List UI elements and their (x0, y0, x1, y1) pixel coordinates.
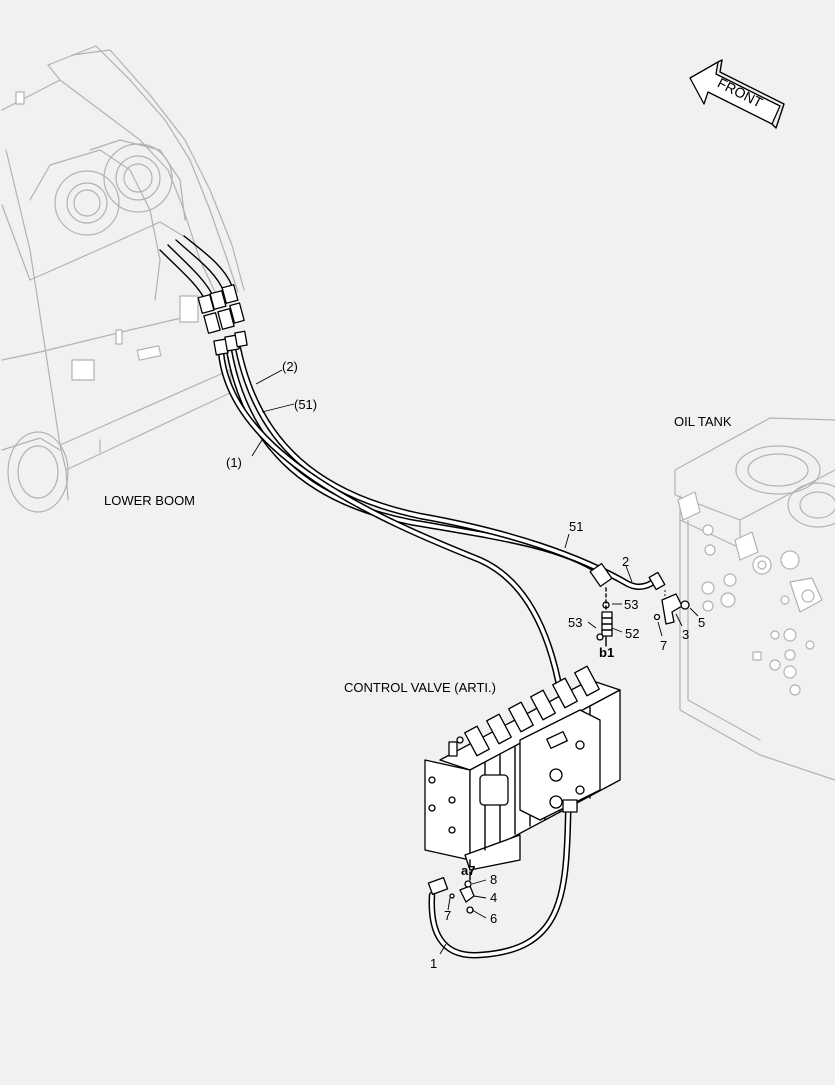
callout-51-ref: (51) (294, 397, 317, 412)
callout-1-ref: (1) (226, 455, 242, 470)
boom-end-fittings (159, 235, 248, 356)
callout-2-ref: (2) (282, 359, 298, 374)
callout-a7: a7 (461, 863, 475, 878)
callout-b1: b1 (599, 645, 614, 660)
callout-2: 2 (622, 554, 629, 569)
diagram-labels: LOWER BOOM OIL TANK CONTROL VALVE (ARTI.… (104, 359, 732, 971)
lower-boom-structure (1, 45, 245, 513)
callout-53-left: 53 (568, 615, 582, 630)
front-direction-arrow: FRONT (689, 59, 785, 129)
lower-boom-label: LOWER BOOM (104, 493, 195, 508)
valve-a7-fittings (427, 871, 475, 914)
hose-assemblies (217, 344, 660, 959)
callout-8: 8 (490, 872, 497, 887)
control-valve-label: CONTROL VALVE (ARTI.) (344, 680, 496, 695)
callout-51: 51 (569, 519, 583, 534)
control-valve-body (424, 665, 621, 871)
callout-5: 5 (698, 615, 705, 630)
callout-7-bottom: 7 (444, 908, 451, 923)
callout-6: 6 (490, 911, 497, 926)
callout-1: 1 (430, 956, 437, 971)
callout-53-top: 53 (624, 597, 638, 612)
tank-connection-parts (589, 562, 690, 647)
callout-4: 4 (490, 890, 497, 905)
oil-tank-structure (674, 417, 835, 781)
callout-7-top: 7 (660, 638, 667, 653)
callout-leader-lines (251, 369, 699, 955)
callout-3: 3 (682, 627, 689, 642)
callout-52: 52 (625, 626, 639, 641)
oil-tank-label: OIL TANK (674, 414, 732, 429)
